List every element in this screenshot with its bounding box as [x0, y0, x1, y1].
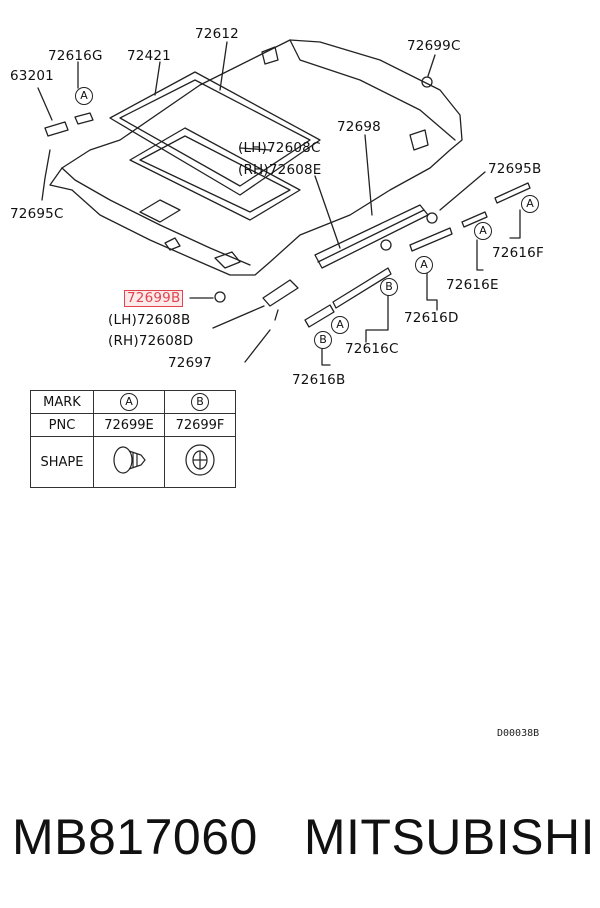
legend-pnc-heading: PNC [30, 413, 94, 437]
sunroof-opening [129, 127, 301, 221]
label-72616B: 72616B [292, 372, 346, 388]
mark-b: B [314, 331, 332, 349]
label-63201: 63201 [10, 68, 54, 84]
label-72612: 72612 [195, 26, 239, 42]
mark-legend-table: MARK A B PNC 72699E 72699F SHAPE [30, 390, 236, 488]
molding-72616B [304, 304, 335, 328]
label-72698: 72698 [337, 119, 381, 135]
brand-name: MITSUBISHI [303, 809, 595, 865]
label-72616D: 72616D [404, 310, 459, 326]
sunroof-frame [109, 71, 321, 196]
label-72616F: 72616F [492, 245, 544, 261]
molding-72616F [494, 182, 531, 204]
clip-72699B [214, 291, 226, 303]
label-72608E: (RH)72608E [238, 162, 322, 178]
molding-72616D [409, 227, 453, 252]
legend-pnc-b: 72699F [164, 413, 236, 437]
bracket [262, 279, 299, 307]
part-number: MB817060 [12, 809, 258, 865]
clip-72699C [421, 76, 433, 88]
label-72616G: 72616G [48, 48, 103, 64]
screw-63201 [44, 121, 69, 137]
label-72608D: (RH)72608D [108, 333, 194, 349]
mark-a: A [474, 222, 492, 240]
label-72616C: 72616C [345, 341, 399, 357]
molding-72616C [332, 267, 392, 309]
parts-diagram: 72612 72421 72616G 63201 72699C 72698 (L… [10, 26, 544, 388]
legend-row-shape: SHAPE [30, 436, 236, 488]
diagram-reference-code: D00038B [497, 728, 540, 739]
label-72421: 72421 [127, 48, 171, 64]
label-72699B-highlighted: 72699B [124, 290, 184, 307]
label-72695B: 72695B [488, 161, 542, 177]
legend-row-pnc: PNC 72699E 72699F [30, 413, 236, 437]
mark-a: A [415, 256, 433, 274]
label-72608B: (LH)72608B [108, 312, 191, 328]
headliner-panel [49, 39, 463, 276]
legend-pnc-a: 72699E [93, 413, 165, 437]
label-72616E: 72616E [446, 277, 499, 293]
molding-72616E [461, 211, 488, 228]
legend-shape-heading: SHAPE [30, 436, 94, 488]
legend-mark-heading: MARK [30, 390, 94, 414]
label-72608C: (LH)72608C [238, 140, 321, 156]
label-72695C: 72695C [10, 206, 64, 222]
label-72697: 72697 [168, 355, 212, 371]
footer-caption: MB817060 MITSUBISHI [12, 808, 595, 866]
legend-row-mark: MARK A B [30, 390, 236, 414]
mark-a: A [75, 87, 93, 105]
mark-a: A [331, 316, 349, 334]
clip-shape-b-icon [185, 444, 215, 476]
headlining-illustration [37, 39, 531, 366]
mark-a: A [521, 195, 539, 213]
label-72699C: 72699C [407, 38, 461, 54]
legend-mark-a: A [120, 393, 138, 411]
mark-b: B [380, 278, 398, 296]
legend-mark-b: B [191, 393, 209, 411]
clip-shape-a-icon [113, 446, 146, 474]
